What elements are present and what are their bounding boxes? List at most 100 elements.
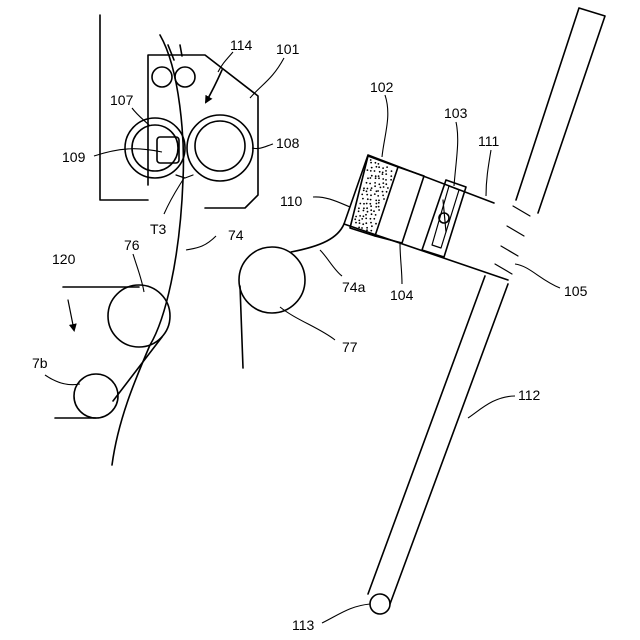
stipple-dot [378, 206, 380, 208]
stipple-dot [374, 170, 376, 172]
stipple-dot [365, 218, 367, 220]
stipple-dot [367, 211, 369, 213]
stipple-dot [371, 187, 373, 189]
stipple-dot [370, 222, 372, 224]
stipple-dot [367, 177, 369, 179]
label-102: 102 [370, 79, 394, 95]
stipple-dot [379, 171, 381, 173]
stipple-dot [369, 203, 371, 205]
stipple-dot [375, 200, 377, 202]
stipple-dot [378, 202, 380, 204]
stipple-dot [382, 173, 384, 175]
stipple-dot [363, 207, 365, 209]
stipple-dot [375, 214, 377, 216]
label-T3: T3 [150, 221, 167, 237]
roller-76 [63, 285, 170, 401]
label-76: 76 [124, 237, 140, 253]
fan-103 [422, 180, 466, 257]
stipple-dot [376, 190, 378, 192]
stipple-dot [370, 218, 372, 220]
stipple-dot [370, 189, 372, 191]
stipple-dot [366, 194, 368, 196]
stipple-dot [367, 198, 369, 200]
stipple-dot [387, 187, 389, 189]
stipple-dot [376, 203, 378, 205]
stipple-dot [366, 203, 368, 205]
stipple-dot [366, 182, 368, 184]
stipple-dot [363, 215, 365, 217]
stipple-dot [373, 210, 375, 212]
stipple-dot [377, 190, 379, 192]
stipple-dot [367, 188, 369, 190]
stipple-dot [383, 198, 385, 200]
label-108: 108 [276, 135, 300, 151]
label-120: 120 [52, 251, 76, 267]
stipple-dot [362, 198, 364, 200]
stipple-dot [377, 195, 379, 197]
stipple-dot [371, 225, 373, 227]
stipple-dot [370, 170, 372, 172]
label-110: 110 [280, 193, 303, 209]
stipple-dot [374, 185, 376, 187]
pressure-roller [187, 115, 253, 181]
stipple-dot [371, 213, 373, 215]
stipple-dot [390, 175, 392, 177]
stipple-dot [370, 199, 372, 201]
duct-end-113 [370, 594, 390, 614]
stipple-dot [385, 183, 387, 185]
stipple-dot [382, 167, 384, 169]
stipple-dot [370, 159, 372, 161]
stipple-dot [370, 209, 372, 211]
stipple-dot [366, 190, 368, 192]
stipple-dot [361, 227, 363, 229]
stipple-dot [380, 187, 382, 189]
stipple-dot [358, 227, 360, 229]
stipple-dot [358, 210, 360, 212]
stipple-dot [361, 218, 363, 220]
stipple-dot [359, 222, 361, 224]
stipple-dot [355, 216, 357, 218]
stipple-dot [378, 163, 380, 165]
stipple-dot [375, 206, 377, 208]
label-105: 105 [564, 283, 588, 299]
label-104: 104 [390, 287, 414, 303]
filter-stipple [354, 159, 392, 231]
stipple-dot [363, 210, 365, 212]
stipple-dot [385, 170, 387, 172]
stipple-dot [382, 191, 384, 193]
stipple-dot [373, 218, 375, 220]
label-113: 113 [292, 617, 315, 633]
upper-duct [516, 8, 605, 213]
stipple-dot [382, 178, 384, 180]
stipple-dot [361, 194, 363, 196]
roller-7b [55, 374, 118, 418]
stipple-dot [358, 220, 360, 222]
stipple-dot [354, 218, 356, 220]
stipple-dot [375, 175, 377, 177]
stipple-dot [378, 166, 380, 168]
stipple-dot [374, 182, 376, 184]
stipple-dot [365, 214, 367, 216]
stipple-dot [378, 200, 380, 202]
roller-77 [239, 247, 305, 368]
label-74a: 74a [342, 279, 366, 295]
stipple-dot [367, 169, 369, 171]
stipple-dot [359, 203, 361, 205]
stipple-dot [370, 205, 372, 207]
stipple-dot [378, 177, 380, 179]
duct-housing [344, 155, 508, 280]
stipple-dot [366, 227, 368, 229]
label-101: 101 [276, 41, 300, 57]
stipple-dot [386, 166, 388, 168]
stipple-dot [390, 179, 392, 181]
label-111: 111 [478, 133, 499, 149]
stipple-dot [382, 182, 384, 184]
stipple-dot [370, 230, 372, 232]
stipple-dot [385, 173, 387, 175]
nip-guide [176, 175, 193, 178]
stipple-dot [363, 203, 365, 205]
stipple-dot [366, 207, 368, 209]
vent-slats-105 [495, 206, 530, 274]
arrow-120 [68, 300, 74, 330]
